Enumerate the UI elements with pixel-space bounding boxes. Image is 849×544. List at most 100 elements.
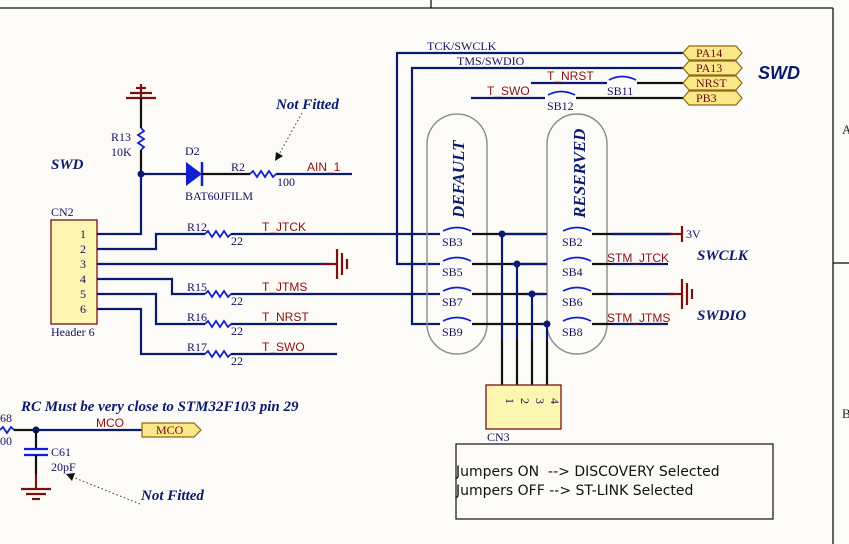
junction-dot <box>543 320 551 328</box>
cn3-pin-3: 3 <box>533 398 547 404</box>
header-cn3[interactable] <box>485 384 562 430</box>
wire-cn2-pin1 <box>97 174 143 236</box>
resistor-r17[interactable] <box>204 349 232 359</box>
solder-bridge-sb12[interactable] <box>547 90 576 96</box>
solder-bridge-sb2[interactable] <box>562 226 592 232</box>
r17-value: 22 <box>231 354 243 368</box>
cn3-pin-1: 1 <box>503 398 517 404</box>
sb5-label: SB5 <box>442 265 463 279</box>
wire-cn2-pin4 <box>97 277 205 296</box>
wire-tms-swdio <box>410 66 683 326</box>
cn2-pin-4: 4 <box>80 272 86 286</box>
jumper-note-box <box>455 443 774 520</box>
swclk-label: SWCLK <box>697 248 749 264</box>
net-label-t-nrst-top: T_NRST <box>547 69 594 83</box>
cn3-pin-2: 2 <box>518 398 532 404</box>
net-label-t-jtms: T_JTMS <box>262 280 307 294</box>
resistor-r12[interactable] <box>204 229 232 239</box>
svg-text:NRST: NRST <box>696 76 727 90</box>
junction-dot <box>498 230 506 238</box>
r13-designator: R13 <box>111 130 131 144</box>
resistor-partial[interactable] <box>0 425 15 435</box>
solder-bridge-sb9[interactable] <box>442 316 472 322</box>
resistor-r2[interactable] <box>249 169 277 179</box>
reserved-label: RESERVED <box>570 129 589 219</box>
cn2-pin-1: 1 <box>80 227 86 241</box>
port-pb3[interactable]: PB3 <box>682 90 743 106</box>
port-nrst[interactable]: NRST <box>682 75 743 91</box>
solder-bridge-sb7[interactable] <box>442 286 472 292</box>
header-cn2[interactable] <box>50 219 98 325</box>
r16-designator: R16 <box>187 310 207 324</box>
r15-value: 22 <box>231 294 243 308</box>
d2-value: BAT60JFILM <box>185 189 253 203</box>
not-fitted-top: Not Fitted <box>275 97 339 113</box>
sb9-label: SB9 <box>442 325 463 339</box>
wire-cn2-pin6 <box>97 307 205 356</box>
cn3-pin-4: 4 <box>548 398 562 404</box>
swd-left-label: SWD <box>51 157 84 173</box>
ground-symbol-r13 <box>126 84 156 100</box>
not-fitted-bottom-arrow-line <box>74 477 141 505</box>
ground-symbol-c61 <box>21 474 51 501</box>
r17-designator: R17 <box>187 340 207 354</box>
net-label-3v: 3V <box>686 227 701 241</box>
net-label-t-swo: T_SWO <box>262 340 305 354</box>
resistor-r15[interactable] <box>204 289 232 299</box>
c61-value: 20pF <box>51 460 76 474</box>
junction-dot <box>513 260 521 268</box>
net-label-mco: MCO <box>96 416 124 430</box>
d2-designator: D2 <box>185 144 200 158</box>
sb6-label: SB6 <box>562 295 583 309</box>
net-label-t-nrst: T_NRST <box>262 310 309 324</box>
sb4-label: SB4 <box>562 265 583 279</box>
diode-d2[interactable] <box>186 162 202 186</box>
net-label-stm-jtck: STM_JTCK <box>607 251 669 265</box>
resistor-r13[interactable] <box>136 127 146 151</box>
r2-value: 100 <box>277 175 295 189</box>
cn2-pin-5: 5 <box>80 287 86 301</box>
solder-bridge-sb5[interactable] <box>442 256 472 262</box>
not-fitted-bottom-arrowhead <box>66 473 75 481</box>
sb12-label: SB12 <box>547 99 574 113</box>
svg-text:PA13: PA13 <box>696 61 722 75</box>
sb2-label: SB2 <box>562 235 583 249</box>
svg-text:PB3: PB3 <box>696 91 717 105</box>
junction-dot <box>528 290 536 298</box>
solder-bridge-sb6[interactable] <box>562 286 592 292</box>
net-label-t-swo-top: T_SWO <box>487 84 530 98</box>
r16-value: 22 <box>231 324 243 338</box>
solder-bridge-sb3[interactable] <box>442 226 472 232</box>
swdio-label: SWDIO <box>697 308 746 324</box>
port-pa14[interactable]: PA14 <box>682 45 743 61</box>
solder-bridge-sb11[interactable] <box>608 75 637 81</box>
rc-note: RC Must be very close to STM32F103 pin 2… <box>20 399 299 415</box>
port-mco[interactable]: MCO <box>141 422 202 438</box>
cn3-designator: CN3 <box>487 430 510 444</box>
zone-label-b: B <box>842 406 849 421</box>
svg-text:PA14: PA14 <box>696 46 722 60</box>
net-label-t-jtck: T_JTCK <box>262 220 306 234</box>
wire-cn2-pin5 <box>97 292 205 326</box>
solder-bridge-sb8[interactable] <box>562 316 592 322</box>
resistor-r16[interactable] <box>204 319 232 329</box>
sb8-label: SB8 <box>562 325 583 339</box>
not-fitted-arrow-line <box>277 112 303 157</box>
wire-tck-swclk <box>395 51 683 266</box>
r15-designator: R15 <box>187 280 207 294</box>
not-fitted-arrowhead <box>275 152 283 161</box>
partial-resistor-designator: 68 <box>0 411 12 425</box>
net-label-stm-jtms: STM_JTMS <box>607 311 670 325</box>
r12-value: 22 <box>231 234 243 248</box>
port-pa13[interactable]: PA13 <box>682 60 743 76</box>
cn2-pin-2: 2 <box>80 242 86 256</box>
wire-cn2-pin2 <box>97 232 205 251</box>
svg-text:MCO: MCO <box>156 423 184 437</box>
solder-bridge-sb4[interactable] <box>562 256 592 262</box>
r12-designator: R12 <box>187 220 207 234</box>
net-label-tck-swclk: TCK/SWCLK <box>427 39 497 53</box>
swd-right-label: SWD <box>758 63 800 83</box>
note-line-1: Jumpers ON --> DISCOVERY Selected <box>455 464 720 480</box>
solder-bridge-row-1 <box>442 226 684 242</box>
